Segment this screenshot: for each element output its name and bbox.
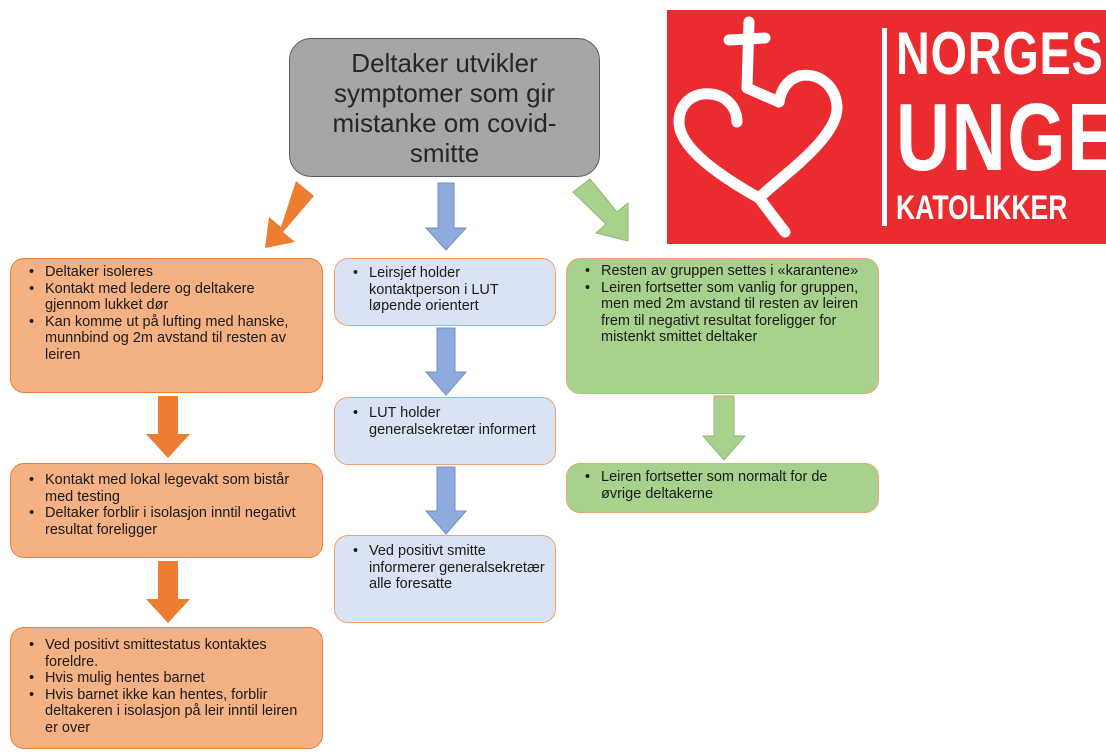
- middle-box-3: Ved positivt smitte informerer generalse…: [334, 535, 556, 623]
- list-item: Kan komme ut på lufting med hanske, munn…: [29, 314, 312, 364]
- norges-unge-katolikker-logo: NORGES UNGE KATOLIKKER: [667, 10, 1106, 244]
- logo-line-norges: NORGES: [896, 20, 1104, 87]
- list-item: Deltaker isoleres: [29, 264, 312, 281]
- list-item: Deltaker forblir i isolasjon inntil nega…: [29, 505, 312, 538]
- logo-divider: [882, 28, 887, 226]
- list-item: LUT holder generalsekretær informert: [353, 405, 545, 438]
- list-item: Hvis barnet ikke kan hentes, forblir del…: [29, 687, 312, 737]
- arrow-right-1-to-2: [701, 395, 747, 461]
- right-box-1: Resten av gruppen settes i «karantene» L…: [566, 258, 879, 394]
- list-item: Leiren fortsetter som vanlig for gruppen…: [585, 280, 868, 346]
- list-item: Leiren fortsetter som normalt for de øvr…: [585, 469, 868, 502]
- middle-box-1: Leirsjef holder kontaktperson i LUT løpe…: [334, 258, 556, 326]
- right-box-2: Leiren fortsetter som normalt for de øvr…: [566, 463, 879, 513]
- list-item: Kontakt med lokal legevakt som bistår me…: [29, 472, 312, 505]
- arrow-middle-1-to-2: [424, 327, 468, 396]
- logo-line-katolikker: KATOLIKKER: [896, 189, 1068, 227]
- arrow-left-1-to-2: [146, 396, 190, 458]
- middle-box-2: LUT holder generalsekretær informert: [334, 397, 556, 465]
- arrow-left-2-to-3: [146, 561, 190, 623]
- list-item: Resten av gruppen settes i «karantene»: [585, 263, 868, 280]
- start-node-text: Deltaker utvikler symptomer som gir mist…: [332, 47, 557, 168]
- left-box-3: Ved positivt smittestatus kontaktes fore…: [10, 627, 323, 749]
- arrow-middle-2-to-3: [424, 466, 468, 535]
- list-item: Kontakt med ledere og deltakere gjennom …: [29, 281, 312, 314]
- logo-line-unge: UNGE: [896, 84, 1106, 191]
- list-item: Ved positivt smitte informerer generalse…: [353, 543, 545, 593]
- cross-heart-icon: [673, 16, 843, 238]
- start-node: Deltaker utvikler symptomer som gir mist…: [289, 38, 600, 177]
- list-item: Ved positivt smittestatus kontaktes fore…: [29, 637, 312, 670]
- left-box-2: Kontakt med lokal legevakt som bistår me…: [10, 463, 323, 558]
- left-box-1: Deltaker isoleres Kontakt med ledere og …: [10, 258, 323, 393]
- list-item: Hvis mulig hentes barnet: [29, 670, 312, 687]
- list-item: Leirsjef holder kontaktperson i LUT løpe…: [353, 265, 545, 315]
